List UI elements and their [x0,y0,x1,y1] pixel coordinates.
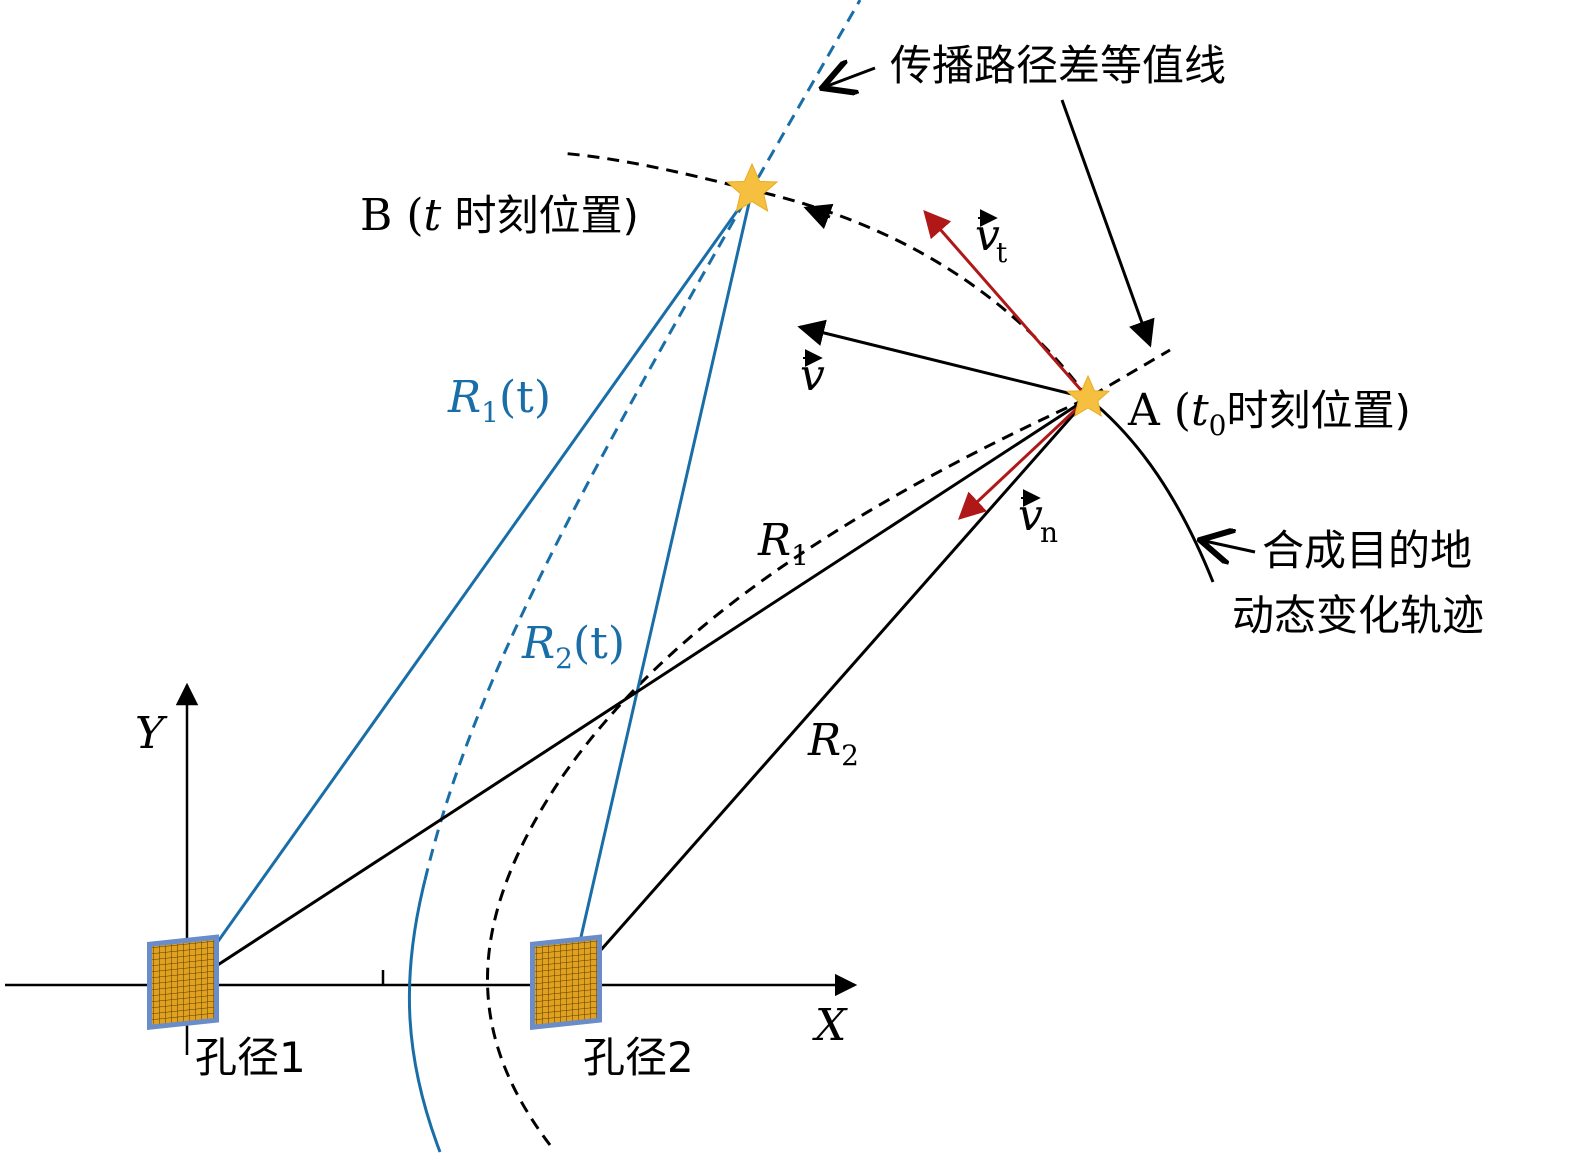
axis-x-label: X [812,1000,848,1051]
r1t-line [185,189,754,986]
path-difference-contour-dashed [423,0,862,881]
r2t-line [568,189,754,986]
r2-line [568,397,1090,986]
velocity-normal-vector [958,396,1090,520]
point-b-label: B (t 时刻位置) [360,190,639,241]
axis-y-label: Y [135,708,168,759]
antenna-array-icon [530,934,602,1030]
svg-text:t: t [996,236,1008,269]
point-a-label: A (t0时刻位置) [1127,385,1411,442]
vt-label: v t [975,209,1008,269]
star-icon [1065,374,1111,418]
velocity-vector [797,319,1089,400]
trajectory-pointer-arrow [1200,540,1256,552]
contour-label: 传播路径差等值线 [890,41,1226,90]
vn-label: v n [1018,489,1058,549]
aperture-1-label: 孔径1 [195,1033,306,1082]
star-icon [725,162,779,213]
isoline-pointer-arrow [1060,99,1155,348]
r2t-label: R2(t) [521,618,625,675]
path-difference-contour-solid [407,879,442,1153]
arc-direction-arrow [803,203,834,230]
svg-text:n: n [1040,516,1058,549]
trajectory-label-line1: 合成目的地 [1262,526,1472,575]
r1t-label: R1(t) [447,372,551,429]
aperture-2-label: 孔径2 [583,1033,694,1082]
antenna-array-icon [147,934,219,1030]
contour-pointer-arrow [822,68,876,88]
r1-label: R1 [757,515,809,572]
velocity-tangential-vector [923,209,1090,399]
trajectory-label-line2: 动态变化轨迹 [1232,591,1484,640]
r2-label: R2 [807,715,859,772]
v-label: v [800,349,825,401]
r1-line [186,396,1089,987]
